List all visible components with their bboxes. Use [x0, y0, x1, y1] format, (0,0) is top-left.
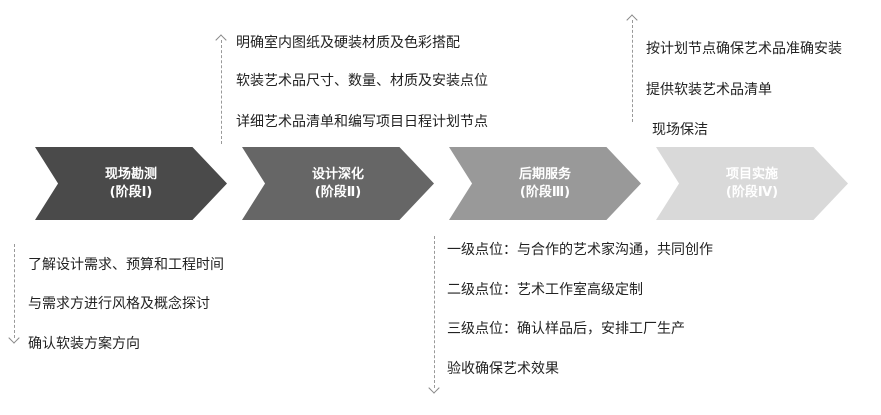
stage-4-note-3: 现场保洁: [652, 122, 708, 138]
stage-2-note-3: 详细艺术品清单和编写项目日程计划节点: [236, 114, 488, 130]
stage-1-chevron: 现场勘测 (阶段Ⅰ): [35, 147, 227, 220]
down-arrow-icon: [8, 332, 20, 344]
stage-4-chevron: 项目实施 (阶段Ⅳ): [656, 147, 848, 220]
up-arrow-icon: [215, 34, 227, 46]
stage-1-note-2: 与需求方进行风格及概念探讨: [28, 296, 210, 312]
stage-2-note-1: 明确室内图纸及硬装材质及色彩搭配: [236, 35, 460, 51]
stage-1-connector-line: [14, 244, 15, 338]
stage-3-connector-line: [434, 236, 435, 388]
stage-1-note-3: 确认软装方案方向: [28, 336, 140, 352]
stage-2-connector-line: [221, 40, 222, 144]
stage-3-note-2: 二级点位：艺术工作室高级定制: [447, 282, 643, 298]
stage-1-name: 现场勘测: [104, 166, 157, 182]
stage-4-name: 项目实施: [725, 166, 778, 182]
stage-3-note-4: 验收确保艺术效果: [447, 361, 559, 377]
stage-4-connector-line: [632, 20, 633, 122]
stage-3-note-1: 一级点位：与合作的艺术家沟通，共同创作: [447, 242, 713, 258]
stage-2-note-2: 软装艺术品尺寸、数量、材质及安装点位: [236, 73, 488, 89]
stage-4-phase: (阶段Ⅳ): [725, 184, 779, 200]
stage-4-note-2: 提供软装艺术品清单: [646, 82, 772, 98]
stage-1-note-1: 了解设计需求、预算和工程时间: [28, 257, 224, 273]
stage-3-name: 后期服务: [518, 166, 571, 182]
stage-2-name: 设计深化: [311, 166, 364, 182]
stage-2-chevron: 设计深化 (阶段Ⅱ): [242, 147, 434, 220]
stage-3-note-3: 三级点位：确认样品后，安排工厂生产: [447, 321, 685, 337]
up-arrow-icon: [626, 14, 638, 26]
stage-1-phase: (阶段Ⅰ): [109, 184, 153, 200]
stage-3-chevron: 后期服务 (阶段Ⅲ): [449, 147, 641, 220]
down-arrow-icon: [428, 382, 440, 394]
stage-3-phase: (阶段Ⅲ): [519, 184, 571, 200]
stage-2-phase: (阶段Ⅱ): [314, 184, 362, 200]
stage-4-note-1: 按计划节点确保艺术品准确安装: [646, 41, 842, 57]
